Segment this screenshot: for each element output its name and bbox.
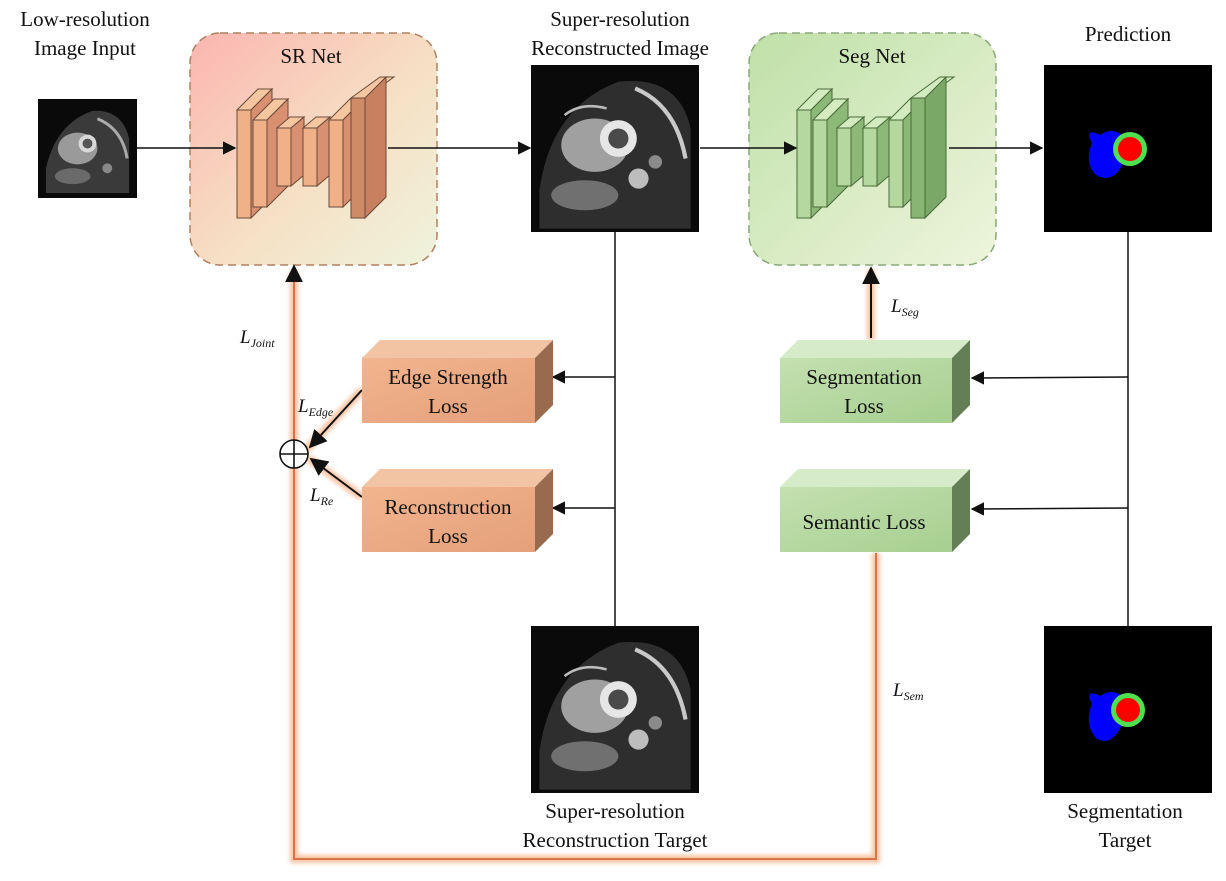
segmentation-loss-label-2: Loss [844,394,884,418]
joint-loss-symbol: LJoint [240,327,275,350]
seg-target-mask [1044,626,1212,793]
feed-lines [551,232,1129,626]
reconstruction-loss-label-2: Loss [428,524,468,548]
segmentation-loss-label-1: Segmentation [806,365,922,389]
sr-net-title: SR Net [280,44,341,68]
prediction-label: Prediction [1084,22,1172,46]
semantic-loss-box: Semantic Loss [780,469,970,552]
sr-reconstructed-image [531,65,699,232]
sum-node [279,439,309,469]
seg-net-layers [795,75,956,220]
sr-net-layers [235,75,396,220]
sr-target-image [531,626,699,793]
segmentation-loss-box: Segmentation Loss [780,340,970,423]
edge-loss-label-1: Edge Strength [388,365,508,389]
reconstruction-loss-label-1: Reconstruction [384,495,512,519]
edge-loss-box: Edge Strength Loss [362,340,553,423]
prediction-mask [1044,65,1212,232]
reconstruction-loss-box: Reconstruction Loss [362,469,553,552]
semantic-loss-label: Semantic Loss [802,510,925,534]
lr-input-image [38,99,137,198]
seg-net-title: Seg Net [838,44,905,68]
loss-path [285,264,880,860]
sem-loss-symbol: LSem [893,680,924,703]
seg-loss-symbol: LSeg [891,296,919,319]
edge-loss-label-2: Loss [428,394,468,418]
edge-loss-symbol: LEdge [298,396,334,419]
re-loss-symbol: LRe [310,485,334,508]
